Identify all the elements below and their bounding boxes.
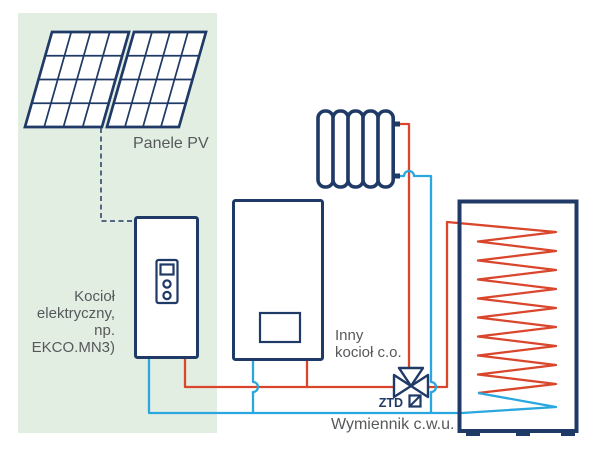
boiler-control-panel: [155, 258, 179, 305]
valve-actuator: [408, 394, 422, 408]
svg-text:EKCO.MN3): EKCO.MN3): [32, 339, 115, 356]
pipe-red-tank-coil: [428, 220, 558, 395]
label-ztd: ZTD: [379, 396, 403, 410]
svg-text:np.: np.: [94, 322, 115, 339]
pipe-blue-main-return: [147, 357, 558, 415]
other-boiler-door: [258, 311, 302, 344]
tank-foot-left: [466, 431, 480, 436]
pipe-red-boilers-supply: [183, 357, 394, 389]
electric-boiler: [134, 216, 199, 359]
pv-panel-right: [105, 30, 208, 129]
svg-text:Inny: Inny: [335, 327, 364, 344]
other-boiler: [232, 199, 324, 361]
label-wymiennik: Wymiennik c.w.u.: [331, 416, 454, 433]
label-electric-boiler: Kocioł elektryczny, np. EKCO.MN3): [32, 288, 116, 356]
radiator: [316, 109, 400, 189]
ztd-valve: [392, 366, 430, 408]
label-panele-pv: Panele PV: [133, 135, 209, 152]
pipe-blue-other-boiler-drop: [251, 359, 260, 413]
label-other-boiler: Inny kocioł c.o.: [335, 327, 402, 361]
tank-foot-right: [561, 431, 575, 436]
dhw-tank: [457, 199, 579, 436]
svg-text:Kocioł: Kocioł: [74, 288, 116, 305]
control-display: [159, 263, 175, 276]
pipe-red-radiator-supply: [399, 122, 411, 370]
pipe-blue-radiator-return: [399, 169, 438, 413]
svg-text:kocioł c.o.: kocioł c.o.: [335, 344, 402, 361]
pv-cable-dashed-line: [100, 128, 134, 222]
tank-foot-middle: [516, 431, 530, 436]
pv-panel-left: [23, 30, 131, 129]
svg-text:elektryczny,: elektryczny,: [37, 305, 115, 322]
control-button-bottom: [162, 290, 172, 301]
control-button-top: [162, 279, 172, 289]
